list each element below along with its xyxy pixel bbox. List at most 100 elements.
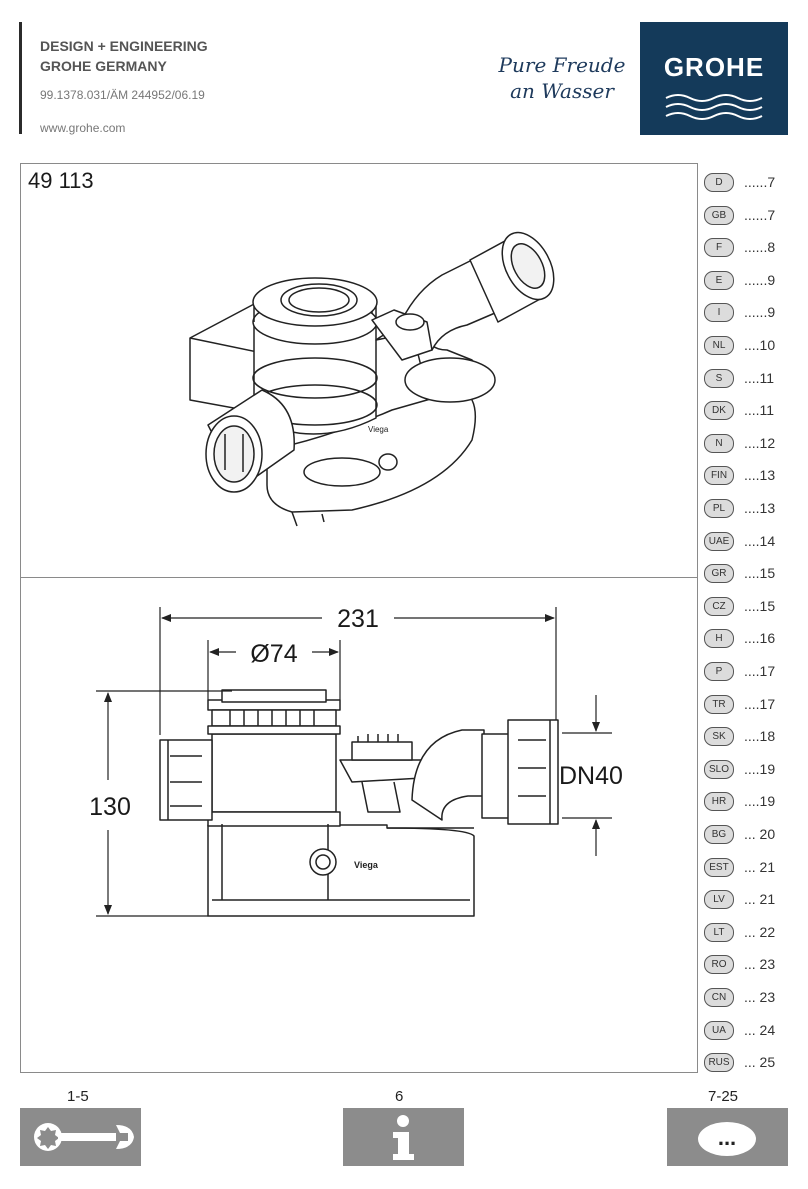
language-row-gr[interactable]: GR....15 xyxy=(704,563,794,584)
language-code-badge: BG xyxy=(704,825,734,844)
language-code-badge: S xyxy=(704,368,734,388)
language-code-badge: GB xyxy=(704,205,734,225)
language-code-badge: UAE xyxy=(704,531,734,551)
footer-more-pages: 7-25 xyxy=(708,1088,739,1105)
language-row-ua[interactable]: UA... 24 xyxy=(704,1020,794,1040)
wrench-icon xyxy=(34,1123,134,1151)
slogan-line1: Pure Freude xyxy=(498,53,626,77)
language-page-ref: ....17 xyxy=(744,663,776,679)
language-row-est[interactable]: EST ... 21 xyxy=(704,857,794,877)
more-icon: ... xyxy=(698,1122,756,1156)
language-page-ref: ....11 xyxy=(744,369,775,386)
language-code-badge: RO xyxy=(704,955,734,975)
language-row-slo[interactable]: SLO....19 xyxy=(704,759,794,779)
grohe-logo: GROHE xyxy=(640,22,788,135)
language-row-bg[interactable]: BG ... 20 xyxy=(704,824,794,844)
product-drawings: Viega Viega xyxy=(89,231,623,917)
language-page-ref: ......7 xyxy=(744,174,776,190)
language-code-badge: LV xyxy=(704,890,734,910)
dimension-lines xyxy=(96,607,612,917)
language-code-badge: N xyxy=(704,433,734,453)
language-code-badge: DK xyxy=(704,401,734,421)
language-row-tr[interactable]: TR ....17 xyxy=(704,694,794,714)
language-page-ref: ... 20 xyxy=(744,826,776,842)
website-link[interactable]: www.grohe.com xyxy=(40,121,126,135)
language-page-ref: ....13 xyxy=(744,467,776,484)
language-row-pl[interactable]: PL ....13 xyxy=(704,498,794,518)
more-section-button[interactable]: ... xyxy=(667,1108,788,1166)
language-code-badge: SLO xyxy=(704,759,734,779)
language-row-f[interactable]: F ......8 xyxy=(704,237,794,258)
language-code-badge: I xyxy=(704,303,734,323)
language-code-badge: P xyxy=(704,662,734,681)
language-page-ref: ....19 xyxy=(744,793,776,810)
language-row-cz[interactable]: CZ ....15 xyxy=(704,596,794,616)
language-code-badge: F xyxy=(704,238,734,258)
language-page-ref: ......7 xyxy=(744,206,776,223)
language-code-badge: TR xyxy=(704,694,734,714)
language-row-i[interactable]: I ......9 xyxy=(704,302,794,323)
dim-height-label: 130 xyxy=(89,793,131,821)
language-row-n[interactable]: N....12 xyxy=(704,433,794,453)
language-row-e[interactable]: E ......9 xyxy=(704,270,794,290)
language-row-hr[interactable]: HR ....19 xyxy=(704,791,794,812)
language-row-uae[interactable]: UAE....14 xyxy=(704,531,794,551)
language-code-badge: CZ xyxy=(704,596,734,616)
header-title-line2: GROHE GERMANY xyxy=(40,58,167,74)
language-page-ref: ... 23 xyxy=(744,989,776,1005)
language-row-h[interactable]: H....16 xyxy=(704,628,794,649)
side-brand-mark: Viega xyxy=(354,860,379,870)
wave-icon xyxy=(665,94,763,120)
language-row-ro[interactable]: RO ... 23 xyxy=(704,954,794,975)
header-title-line1: DESIGN + ENGINEERING xyxy=(40,38,208,54)
language-page-ref: ......9 xyxy=(744,304,776,321)
model-number: 49 113 xyxy=(28,168,94,193)
language-page-ref: ....17 xyxy=(744,695,776,712)
language-code-badge: H xyxy=(704,629,734,649)
language-code-badge: SK xyxy=(704,727,734,747)
brand-slogan: Pure Freude an Wasser xyxy=(498,52,626,104)
language-code-badge: D xyxy=(704,173,734,192)
tools-section-button[interactable] xyxy=(20,1108,141,1166)
language-page-ref: ....18 xyxy=(744,728,776,745)
language-row-p[interactable]: P ....17 xyxy=(704,661,794,681)
document-number: 99.1378.031/ÄM 244952/06.19 xyxy=(40,88,205,102)
language-code-badge: E xyxy=(704,270,734,290)
language-row-s[interactable]: S ....11 xyxy=(704,368,794,388)
language-code-badge: UA xyxy=(704,1020,734,1040)
language-row-sk[interactable]: SK ....18 xyxy=(704,726,794,747)
slogan-line2: an Wasser xyxy=(510,79,614,103)
info-section-button[interactable] xyxy=(343,1108,464,1166)
iso-brand-mark: Viega xyxy=(368,425,389,434)
footer-tools-pages: 1-5 xyxy=(67,1088,89,1105)
language-page-ref: ....15 xyxy=(744,565,776,582)
language-row-d[interactable]: D ......7 xyxy=(704,172,794,192)
dim-width-label: 231 xyxy=(337,605,379,633)
language-page-ref: ... 22 xyxy=(744,923,776,940)
language-code-badge: NL xyxy=(704,336,734,355)
language-page-ref: ... 23 xyxy=(744,956,776,973)
language-page-ref: ......8 xyxy=(744,239,776,256)
language-row-lt[interactable]: LT ... 22 xyxy=(704,922,794,942)
language-page-ref: ......9 xyxy=(744,271,776,288)
language-code-badge: LT xyxy=(704,922,734,942)
language-page-ref: ....11 xyxy=(744,402,775,419)
language-code-badge: PL xyxy=(704,499,734,518)
language-page-ref: ....13 xyxy=(744,500,776,516)
language-page-ref: ... 21 xyxy=(744,858,776,875)
language-row-lv[interactable]: LV ... 21 xyxy=(704,889,794,910)
language-row-rus[interactable]: RUS... 25 xyxy=(704,1052,794,1073)
language-row-fin[interactable]: FIN ....13 xyxy=(704,465,794,486)
isometric-drain-drawing: Viega xyxy=(189,231,555,527)
language-page-ref: ....10 xyxy=(744,337,776,353)
language-row-nl[interactable]: NL ....10 xyxy=(704,335,794,355)
language-page-ref: ....15 xyxy=(744,597,776,614)
language-code-badge: EST xyxy=(704,857,734,877)
language-row-dk[interactable]: DK ....11 xyxy=(704,400,794,421)
language-code-badge: HR xyxy=(704,792,734,812)
footer-info-pages: 6 xyxy=(395,1088,404,1105)
language-page-ref: ... 21 xyxy=(744,891,776,908)
language-row-gb[interactable]: GB ......7 xyxy=(704,205,794,225)
language-row-cn[interactable]: CN... 23 xyxy=(704,987,794,1007)
language-code-badge: FIN xyxy=(704,466,734,486)
